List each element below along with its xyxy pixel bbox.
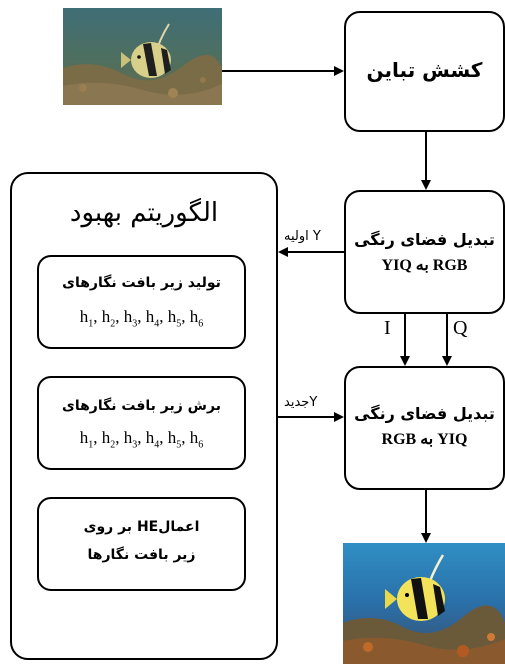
- apply-he-line1: اعمالHE بر روی: [83, 519, 200, 535]
- rgb-to-yiq-line1: تبدیل فضای رنگی: [354, 230, 495, 249]
- clip-subhistograms-label: برش زیر بافت نگارهای: [62, 398, 221, 414]
- apply-he-block: اعمالHE بر روی زیر بافت نگارها: [37, 497, 246, 591]
- rgb-to-yiq-block: تبدیل فضای رنگی RGB به YIQ: [344, 190, 505, 314]
- label-i-channel: I: [384, 317, 391, 339]
- contrast-stretch-label: کشش تباین: [366, 58, 483, 82]
- input-fish-image: [63, 8, 222, 105]
- apply-he-line2: زیر بافت نگارها: [87, 547, 196, 563]
- label-y-new: Yجدید: [284, 395, 318, 410]
- label-y-original: Y اولیه: [284, 229, 321, 244]
- clip-h-sequence: h1, h2, h3, h4, h5, h6: [79, 428, 204, 451]
- yiq-to-rgb-line2: YIQ به RGB: [381, 431, 468, 448]
- contrast-stretch-block: کشش تباین: [344, 11, 505, 132]
- generate-subhistograms-label: تولید زیر بافت نگارهای: [62, 275, 221, 291]
- yiq-to-rgb-line1: تبدیل فضای رنگی: [354, 404, 495, 423]
- output-photo: [343, 543, 505, 664]
- generate-subhistograms-block: تولید زیر بافت نگارهای h1, h2, h3, h4, h…: [37, 255, 246, 349]
- enhancement-algorithm-title: الگوریتم بهبود: [69, 198, 219, 228]
- output-fish-image: [343, 543, 505, 664]
- clip-subhistograms-block: برش زیر بافت نگارهای h1, h2, h3, h4, h5,…: [37, 376, 246, 470]
- label-q-channel: Q: [453, 317, 468, 339]
- input-photo: [63, 8, 222, 105]
- generate-h-sequence: h1, h2, h3, h4, h5, h6: [79, 307, 204, 330]
- rgb-to-yiq-line2: RGB به YIQ: [381, 257, 468, 274]
- yiq-to-rgb-block: تبدیل فضای رنگی YIQ به RGB: [344, 366, 505, 490]
